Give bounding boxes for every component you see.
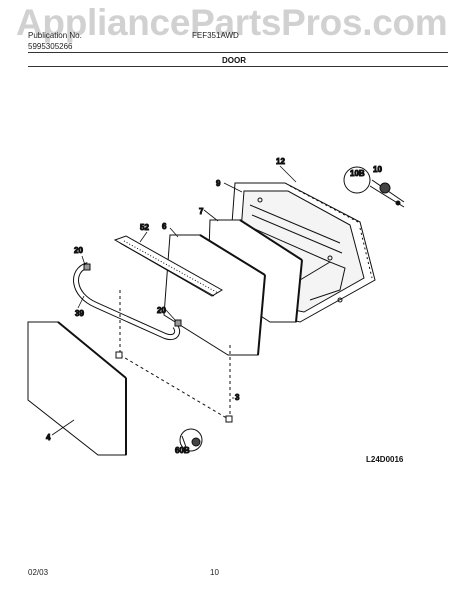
callout-6: 6 [162, 222, 167, 231]
frame-corner-right [225, 415, 233, 423]
handle-screw-lower [174, 319, 182, 327]
callout-3: 3 [235, 393, 240, 402]
publication-label: Publication No. [28, 31, 82, 40]
callout-39: 39 [75, 309, 84, 318]
hinge-screw-detail [343, 166, 405, 208]
page-title: DOOR [222, 56, 246, 65]
model-number: FEF351AWD [192, 31, 239, 40]
diagram-code: L24D0016 [366, 455, 404, 464]
footer-date: 02/03 [28, 568, 49, 577]
footer-page: 10 [210, 568, 219, 577]
watermark: AppliancePartsPros.com [16, 2, 448, 43]
vent-trim [113, 235, 223, 297]
header-rule-bottom [28, 66, 448, 67]
publication-number: 5995305266 [28, 42, 73, 51]
outer-door-glass [27, 321, 127, 456]
door-frame [119, 290, 231, 421]
callout-10: 10 [373, 165, 382, 174]
header-rule-top [28, 52, 448, 53]
callout-20-upper: 20 [74, 246, 83, 255]
callout-4: 4 [46, 433, 51, 442]
callout-20-lower: 20 [157, 306, 166, 315]
callout-9: 9 [216, 179, 221, 188]
callout-60b: 60B [175, 446, 190, 455]
callout-7: 7 [199, 207, 204, 216]
handle-screw-upper [83, 263, 91, 271]
frame-corner-left [115, 351, 123, 359]
frame-screw-detail [179, 428, 203, 452]
callout-52: 52 [140, 223, 149, 232]
door-handle [73, 262, 181, 340]
callout-12: 12 [276, 157, 285, 166]
callout-leaders [51, 165, 297, 436]
callout-10b: 10B [350, 169, 365, 178]
